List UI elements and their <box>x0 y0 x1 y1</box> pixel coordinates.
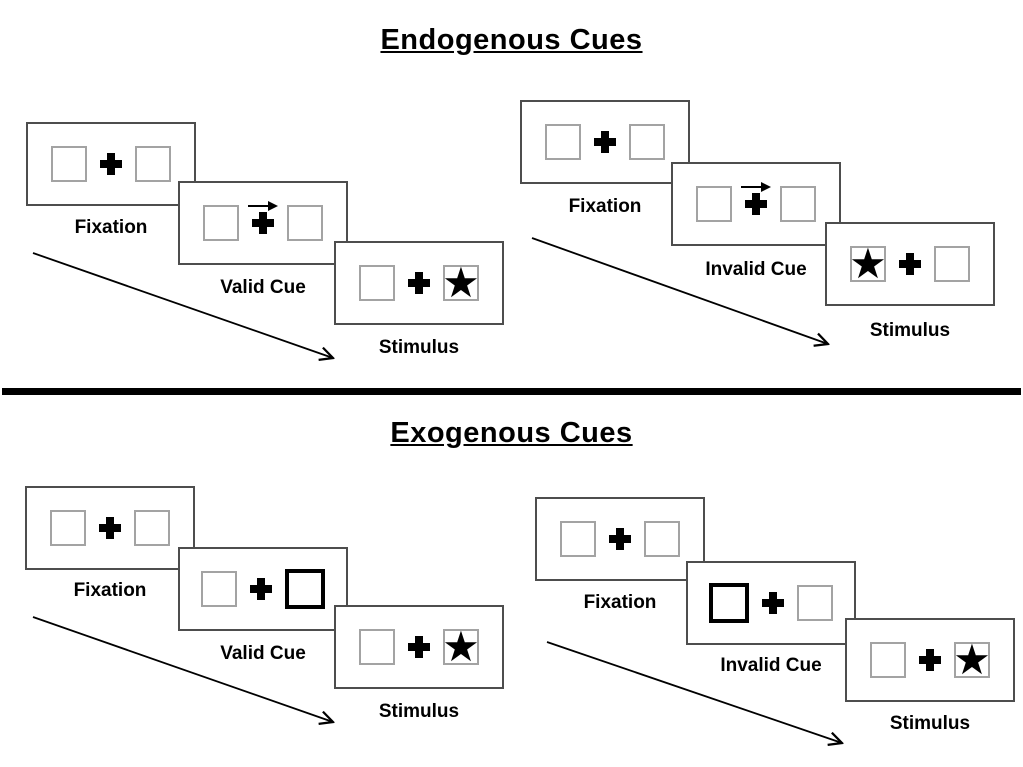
right-box <box>135 146 171 182</box>
step-label: Stimulus <box>869 320 951 341</box>
left-box <box>359 629 395 665</box>
fixation-cross-icon <box>408 272 430 294</box>
endogenous-invalid-fixation-panel <box>520 100 690 184</box>
star-icon: ★ <box>442 259 480 306</box>
step-label: Fixation <box>74 217 148 238</box>
left-box <box>51 146 87 182</box>
star-icon: ★ <box>849 240 887 287</box>
right-box <box>934 246 970 282</box>
fixation-cross-icon <box>100 153 122 175</box>
exogenous-valid-stimulus-panel: ★ <box>334 605 504 689</box>
fixation-cross-icon <box>408 636 430 658</box>
endogenous-invalid-cue-panel <box>671 162 841 246</box>
left-box <box>50 510 86 546</box>
step-label: Fixation <box>73 580 147 601</box>
section-divider <box>2 388 1021 395</box>
fixation-cross-icon <box>919 649 941 671</box>
right-box: ★ <box>442 623 480 670</box>
section-title-endogenous: Endogenous Cues <box>380 24 643 56</box>
timeline-arrow <box>531 237 842 354</box>
left-box <box>201 571 237 607</box>
fixation-cross-icon <box>594 131 616 153</box>
exogenous-invalid-fixation-panel <box>535 497 705 581</box>
cue-arrow-icon <box>741 180 771 194</box>
fixation-cross-icon <box>252 212 274 234</box>
endogenous-valid-stimulus-panel: ★ <box>334 241 504 325</box>
right-box <box>797 585 833 621</box>
step-label: Invalid Cue <box>705 259 807 280</box>
right-box: ★ <box>442 259 480 306</box>
right-box <box>644 521 680 557</box>
step-label: Valid Cue <box>220 643 306 664</box>
timeline-arrow <box>32 616 345 731</box>
endogenous-invalid-stimulus-panel: ★ <box>825 222 995 306</box>
timeline-arrow <box>32 252 345 367</box>
exogenous-valid-fixation-panel <box>25 486 195 570</box>
step-label: Stimulus <box>378 337 460 358</box>
left-box <box>696 186 732 222</box>
endogenous-valid-fixation-panel <box>26 122 196 206</box>
timeline-arrow <box>546 641 856 752</box>
right-box-highlight-cue <box>285 569 325 609</box>
step-label: Fixation <box>583 592 657 613</box>
fixation-cross-icon <box>762 592 784 614</box>
fixation-cross-icon <box>250 578 272 600</box>
left-box-highlight-cue <box>709 583 749 623</box>
left-box <box>870 642 906 678</box>
cue-arrow-icon <box>248 199 278 213</box>
exogenous-valid-cue-panel <box>178 547 348 631</box>
left-box <box>359 265 395 301</box>
left-box <box>545 124 581 160</box>
fixation-cross-icon <box>899 253 921 275</box>
right-box <box>780 186 816 222</box>
right-box <box>629 124 665 160</box>
endogenous-valid-cue-panel <box>178 181 348 265</box>
left-box <box>203 205 239 241</box>
fixation-cross-icon <box>609 528 631 550</box>
exogenous-invalid-cue-panel <box>686 561 856 645</box>
star-icon: ★ <box>953 636 991 683</box>
fixation-cross-icon <box>745 193 767 215</box>
step-label: Valid Cue <box>220 277 306 298</box>
star-icon: ★ <box>442 623 480 670</box>
left-box: ★ <box>849 240 887 287</box>
fixation-cross-icon <box>99 517 121 539</box>
left-box <box>560 521 596 557</box>
right-box <box>287 205 323 241</box>
step-label: Stimulus <box>378 701 460 722</box>
right-box: ★ <box>953 636 991 683</box>
step-label: Stimulus <box>889 713 971 734</box>
right-box <box>134 510 170 546</box>
step-label: Invalid Cue <box>720 655 822 676</box>
step-label: Fixation <box>568 196 642 217</box>
section-title-exogenous: Exogenous Cues <box>390 417 633 449</box>
exogenous-invalid-stimulus-panel: ★ <box>845 618 1015 702</box>
